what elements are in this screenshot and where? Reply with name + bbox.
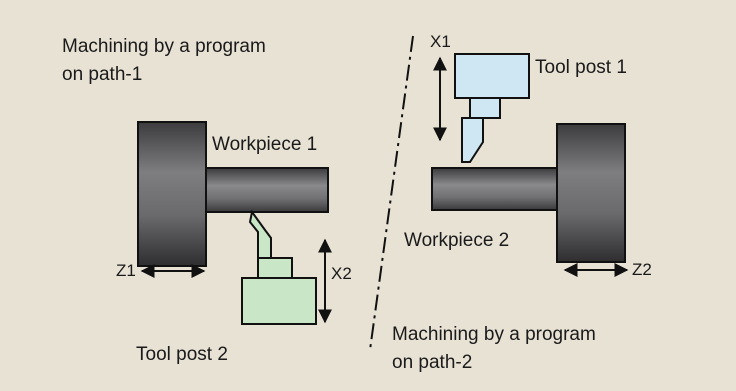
z2-axis-label: Z2: [632, 260, 652, 279]
chuck-1: [137, 121, 207, 267]
workpiece-2-shaft: [431, 167, 558, 211]
z1-axis-label: Z1: [116, 261, 136, 280]
path2-caption-line2: on path-2: [392, 352, 473, 373]
x1-axis-label: X1: [430, 32, 451, 51]
tool-post-1-label: Tool post 1: [535, 57, 627, 78]
tool-post-2: [241, 209, 317, 325]
path1-caption-line1: Machining by a program: [62, 36, 266, 57]
workpiece-1-shaft: [205, 167, 329, 213]
workpiece-1-label: Workpiece 1: [212, 134, 318, 155]
workpiece-2-label: Workpiece 2: [404, 230, 510, 251]
chuck-2: [556, 123, 626, 263]
separator-line: [369, 35, 414, 351]
tool-post-2-label: Tool post 2: [136, 344, 228, 365]
x2-axis-label: X2: [331, 264, 352, 283]
path2-caption-line1: Machining by a program: [392, 324, 596, 345]
path1-caption-line2: on path-1: [62, 64, 143, 85]
tool-post-1: [454, 53, 530, 163]
